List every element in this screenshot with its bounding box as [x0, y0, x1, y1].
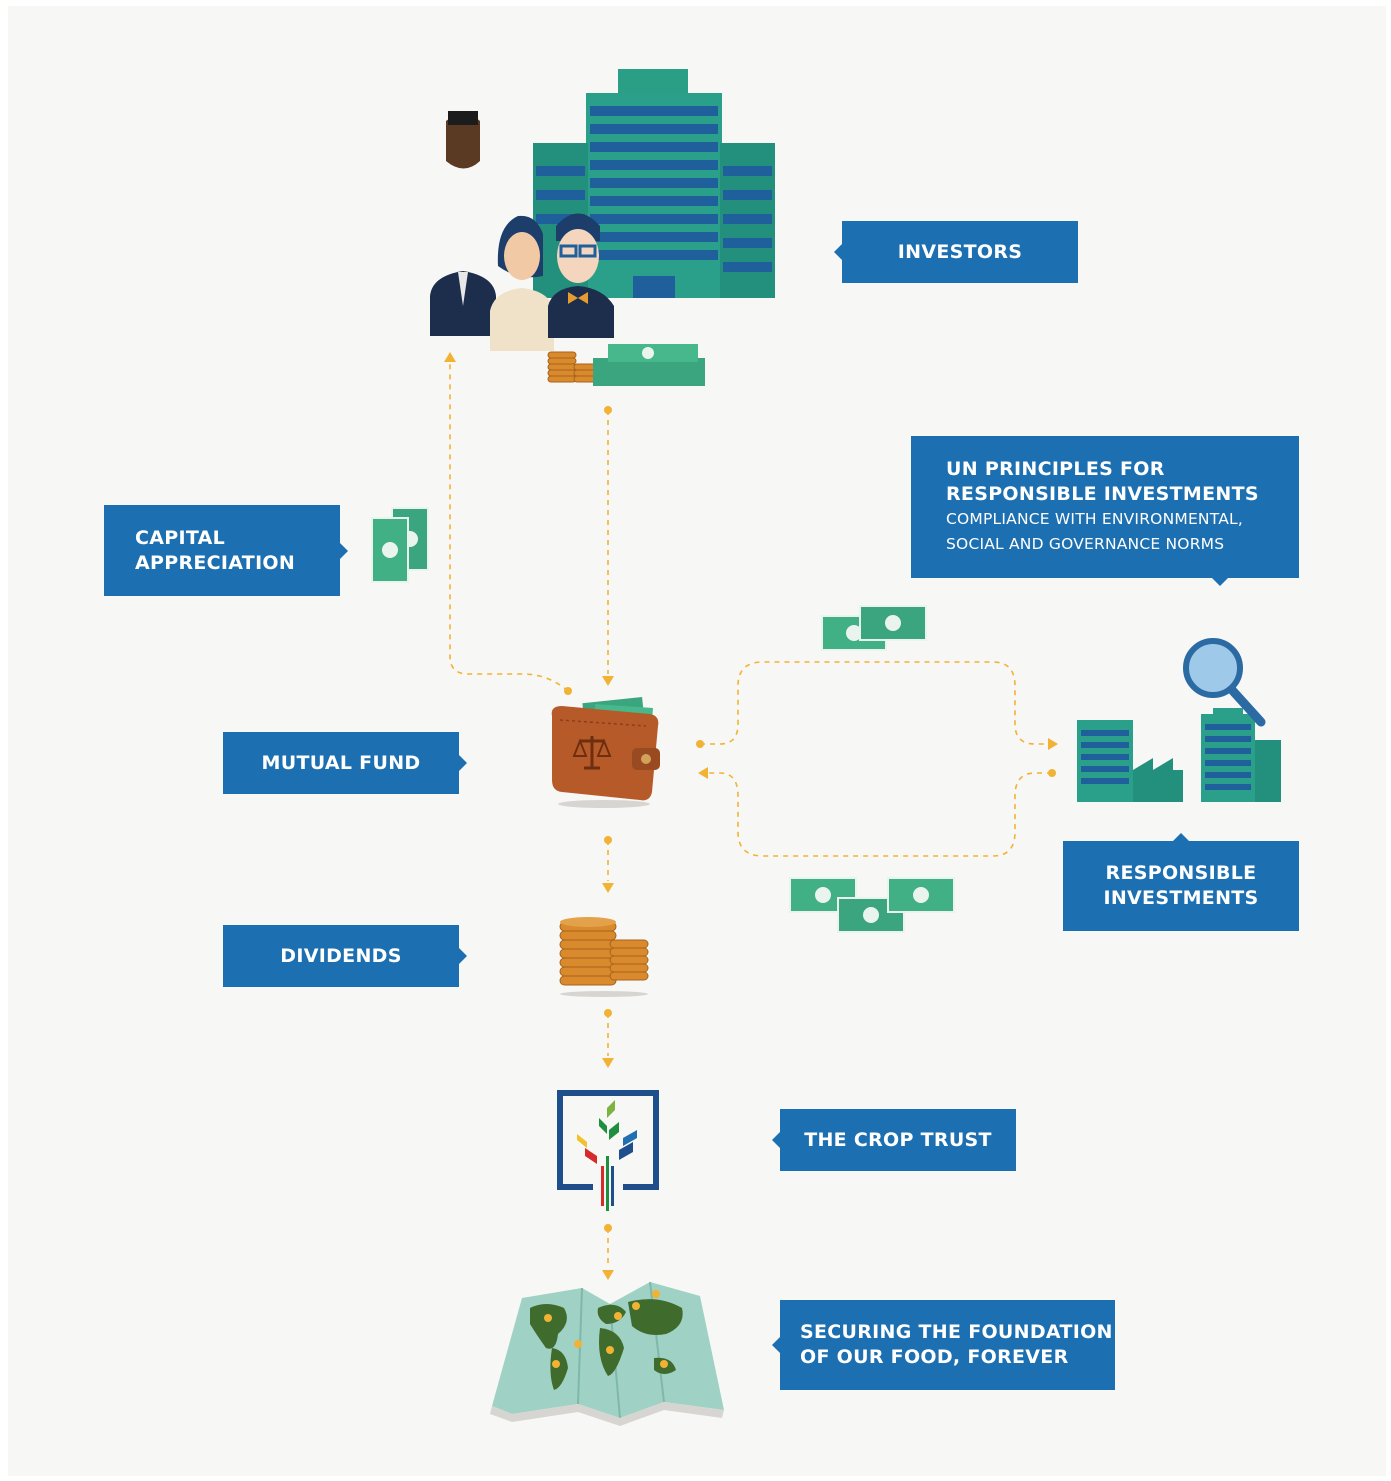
diagram-canvas: INVESTORS CAPITAL APPRECIATION UN PRINCI…: [8, 6, 1386, 1476]
crop-trust-text: THE CROP TRUST: [804, 1128, 992, 1151]
responsible-investments-text: RESPONSIBLE INVESTMENTS: [1103, 862, 1259, 909]
money-icon: [821, 605, 927, 651]
dividends-text: DIVIDENDS: [280, 944, 402, 967]
crop-trust-pointer: [772, 1132, 780, 1148]
responsible-investments-label: RESPONSIBLE INVESTMENTS: [1063, 841, 1299, 931]
mutual-fund-text: MUTUAL FUND: [261, 751, 421, 774]
un-principles-label: UN PRINCIPLES FOR RESPONSIBLE INVESTMENT…: [911, 436, 1299, 578]
investors-pointer: [834, 244, 842, 260]
securing-pointer: [772, 1337, 780, 1353]
securing-label: SECURING THE FOUNDATION OF OUR FOOD, FOR…: [780, 1300, 1115, 1390]
investors-text: INVESTORS: [897, 240, 1023, 263]
money-icon: [789, 877, 955, 933]
dividends-pointer: [459, 948, 467, 964]
mutual-fund-label: MUTUAL FUND: [223, 732, 459, 794]
crop-trust-logo: [557, 1090, 659, 1211]
un-principles-pointer: [1212, 578, 1228, 586]
capital-appreciation-label: CAPITAL APPRECIATION: [104, 505, 340, 596]
investors-illustration: [430, 69, 775, 386]
world-map-icon: [490, 1281, 724, 1426]
capital-appreciation-pointer: [340, 543, 348, 559]
coins-icon: [559, 917, 649, 997]
dividends-label: DIVIDENDS: [223, 925, 459, 987]
responsible-investments-pointer: [1173, 833, 1189, 841]
flow-arrows: [444, 352, 1058, 1280]
magnifier-icon: [1183, 638, 1266, 727]
wallet-icon: [551, 696, 660, 808]
mutual-fund-pointer: [459, 755, 467, 771]
un-principles-subtitle: COMPLIANCE WITH ENVIRONMENTAL, SOCIAL AN…: [946, 510, 1243, 553]
crop-trust-label: THE CROP TRUST: [780, 1109, 1016, 1171]
investors-label: INVESTORS: [842, 221, 1078, 283]
money-icon: [371, 507, 429, 583]
securing-text: SECURING THE FOUNDATION OF OUR FOOD, FOR…: [800, 1321, 1113, 1368]
un-principles-title: UN PRINCIPLES FOR RESPONSIBLE INVESTMENT…: [946, 458, 1259, 505]
capital-appreciation-text: CAPITAL APPRECIATION: [135, 526, 296, 574]
factory-icon: [1077, 638, 1281, 802]
